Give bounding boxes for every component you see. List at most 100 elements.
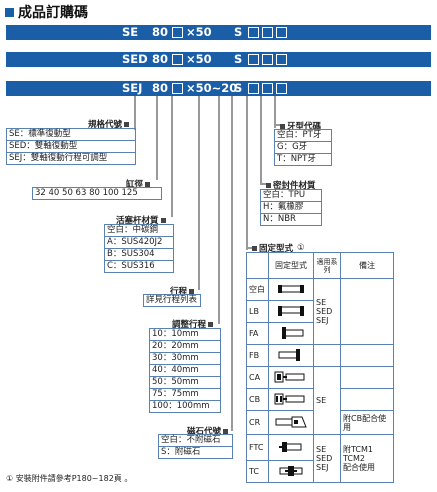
mount-code: CA bbox=[246, 366, 269, 389]
mount-code: FTC bbox=[246, 434, 269, 461]
option-box bbox=[276, 83, 287, 94]
connector-line bbox=[260, 96, 262, 184]
adj-stroke-item: 75：75mm bbox=[150, 389, 220, 401]
footnote: ① 安裝附件請參考P180~182頁 。 bbox=[6, 474, 133, 483]
bore-label: 缸徑 bbox=[126, 178, 151, 190]
model-prefix: SE bbox=[122, 25, 139, 39]
adj-stroke-label-text: 調整行程 bbox=[172, 320, 207, 330]
mount-row: FB bbox=[246, 344, 394, 367]
connector-line bbox=[218, 96, 220, 324]
bore-label-text: 缸徑 bbox=[126, 180, 144, 190]
single-clevis-svg bbox=[274, 371, 305, 382]
marker-square-icon bbox=[252, 245, 257, 251]
series-group: SE SED SEJ bbox=[313, 434, 341, 483]
adj-stroke-item: 40：40mm bbox=[150, 365, 220, 377]
mount-table: 固定型式 適用系列 備注 空白 SE SED SEJ LB FA FB CA bbox=[246, 252, 394, 483]
option-box bbox=[248, 83, 259, 94]
connector-line bbox=[246, 96, 248, 250]
model-bar-sed: SED 80 ×50 S bbox=[6, 52, 431, 67]
mount-label-text: 固定型式 bbox=[259, 244, 294, 254]
seal-label: 密封件材質 bbox=[266, 179, 316, 191]
thread-label-text: 牙型代碼 bbox=[287, 122, 322, 132]
connector-line bbox=[260, 183, 268, 185]
empty-cell bbox=[313, 344, 341, 367]
mount-row: LB bbox=[246, 300, 394, 323]
rod-material-label-text: 活塞杆材質 bbox=[116, 216, 159, 226]
series-group: SE SED SEJ bbox=[313, 278, 341, 345]
stroke-label-text: 行程 bbox=[170, 287, 188, 297]
rod-material-label: 活塞杆材質 bbox=[116, 214, 166, 226]
option-box bbox=[172, 83, 183, 94]
option-box bbox=[172, 27, 183, 38]
option-box bbox=[262, 27, 273, 38]
connector-line bbox=[198, 96, 200, 290]
spec-code-item: SED：雙軸復動型 bbox=[7, 141, 135, 153]
mount-remark: 附TCM1 TCM2 配合使用 bbox=[340, 434, 394, 483]
clevis-bracket-svg bbox=[275, 416, 307, 427]
center-trunnion-svg bbox=[279, 465, 303, 476]
seal-label-text: 密封件材質 bbox=[273, 181, 316, 191]
header-empty bbox=[246, 252, 269, 279]
mount-row: CR 附CB配合使用 bbox=[246, 410, 394, 435]
empty-cell bbox=[340, 366, 394, 389]
adj-stroke-item: 50：50mm bbox=[150, 377, 220, 389]
connector-line bbox=[171, 96, 173, 217]
front-trunnion-svg bbox=[279, 441, 302, 452]
connector-line bbox=[274, 96, 276, 128]
title-square-icon bbox=[5, 7, 14, 17]
model-bore: 80 bbox=[152, 81, 169, 95]
mount-code: 空白 bbox=[246, 278, 269, 301]
adj-stroke-item: 20：20mm bbox=[150, 341, 220, 353]
seal-item: H：氟橡膠 bbox=[261, 202, 321, 214]
header-series-text: 適用系列 bbox=[316, 257, 338, 274]
model-stroke: ×50 bbox=[186, 52, 212, 66]
spec-code-box: SE：標準復動型 SED：雙軸復動型 SEJ：雙軸復動行程可調型 bbox=[6, 128, 136, 165]
rod-material-item: A：SUS420J2 bbox=[105, 237, 173, 249]
header-series: 適用系列 bbox=[313, 252, 341, 279]
mount-remark: 附CB配合使用 bbox=[340, 410, 394, 435]
bore-values: 32 40 50 63 80 100 125 bbox=[35, 188, 138, 198]
model-prefix: SED bbox=[122, 52, 148, 66]
thread-item: 空白：PT牙 bbox=[275, 130, 331, 142]
option-box bbox=[276, 54, 287, 65]
spec-code-item: SE：標準復動型 bbox=[7, 129, 135, 141]
rod-material-item: 空白：中碳鋼 bbox=[105, 225, 173, 237]
marker-square-icon bbox=[208, 321, 214, 327]
rod-material-box: 空白：中碳鋼 A：SUS420J2 B：SUS304 C：SUS316 bbox=[104, 224, 174, 273]
marker-square-icon bbox=[280, 123, 285, 129]
model-suffix: S bbox=[234, 81, 243, 95]
model-suffix: S bbox=[234, 25, 243, 39]
option-box bbox=[262, 54, 273, 65]
adj-stroke-item: 100：100mm bbox=[152, 401, 210, 411]
magnet-label: 磁石代號 bbox=[187, 425, 229, 437]
header-mount: 固定型式 bbox=[268, 252, 314, 279]
stroke-note: 詳見行程列表 bbox=[146, 295, 198, 305]
model-stroke: ×50~20 bbox=[186, 81, 238, 95]
mount-table-header: 固定型式 適用系列 備注 bbox=[246, 252, 394, 279]
thread-label: 牙型代碼 bbox=[280, 120, 321, 132]
stroke-box: 詳見行程列表 bbox=[143, 294, 201, 307]
option-box bbox=[172, 54, 183, 65]
rod-material-item: B：SUS304 bbox=[105, 249, 173, 261]
mount-code: CB bbox=[246, 388, 269, 411]
marker-square-icon bbox=[189, 288, 195, 294]
stroke-label: 行程 bbox=[170, 285, 195, 297]
mount-label: 固定型式 ① bbox=[252, 242, 305, 254]
empty-cell bbox=[340, 344, 394, 367]
series-group: SE bbox=[313, 366, 341, 435]
connector-line bbox=[246, 247, 254, 249]
thread-item: G：G牙 bbox=[275, 142, 331, 154]
magnet-label-text: 磁石代號 bbox=[187, 427, 222, 437]
basic-cylinder-icon bbox=[268, 278, 314, 301]
thread-item: T：NPT牙 bbox=[277, 154, 316, 164]
model-prefix: SEJ bbox=[122, 81, 143, 95]
mount-row: TC bbox=[246, 460, 394, 483]
model-bore: 80 bbox=[152, 25, 169, 39]
marker-square-icon bbox=[145, 181, 151, 187]
mount-code: CR bbox=[246, 410, 269, 435]
marker-square-icon bbox=[266, 182, 271, 188]
magnet-item: 空白：不附磁石 bbox=[159, 435, 232, 447]
clevis-bracket-icon bbox=[268, 410, 314, 435]
mount-row: FA bbox=[246, 322, 394, 345]
connector-line bbox=[274, 124, 282, 126]
